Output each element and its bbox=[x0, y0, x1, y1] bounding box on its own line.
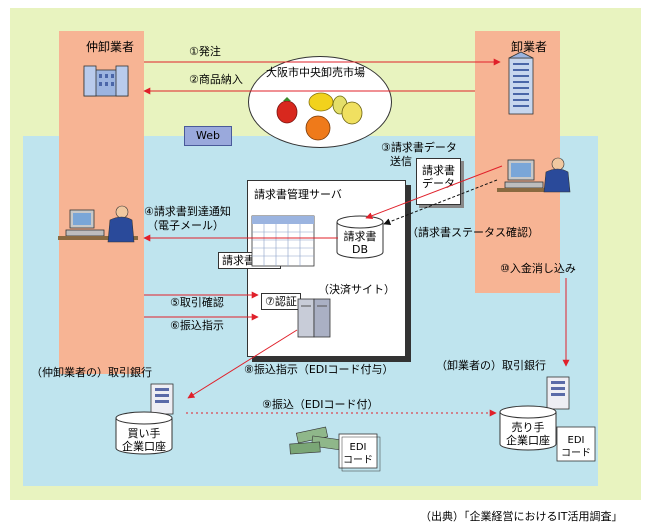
seller-account-line2: 企業口座 bbox=[506, 433, 550, 447]
buyer-bank-label: （仲卸業者の）取引銀行 bbox=[31, 366, 152, 379]
server-title: 請求書管理サーバ bbox=[254, 188, 342, 201]
step-4-label-line1: ④請求書到達通知 bbox=[144, 205, 231, 218]
step-3-label-line2: 送信 bbox=[390, 155, 412, 168]
invoice-doc-line1: 請求書 bbox=[422, 164, 455, 177]
step-10-label: ⑩入金消し込み bbox=[500, 262, 576, 275]
buyer-account-line2: 企業口座 bbox=[122, 439, 166, 453]
seller-bank-icon bbox=[546, 376, 570, 410]
settlement-server-icon bbox=[297, 298, 331, 338]
step-5-label: ⑤取引確認 bbox=[170, 296, 224, 309]
fruit-icon bbox=[276, 92, 363, 141]
step-9-label: ⑨振込（EDIコード付） bbox=[262, 398, 379, 411]
edi-code-right-doc bbox=[556, 426, 596, 462]
db-label-line1: 請求書 bbox=[344, 229, 377, 243]
auth-step-box: ⑦認証 bbox=[261, 293, 301, 310]
step-6-label: ⑥振込指示 bbox=[170, 319, 224, 332]
wholesaler-building-icon bbox=[508, 51, 534, 115]
intermediate-wholesaler-label: 仲卸業者 bbox=[86, 40, 135, 54]
buyer-account-db-icon bbox=[115, 411, 173, 455]
edi-right-line2: コード bbox=[561, 448, 591, 459]
edi-code-left-doc bbox=[338, 433, 381, 472]
arrow-step-3 bbox=[365, 165, 503, 220]
web-badge: Web bbox=[184, 126, 232, 146]
step-8-label: ⑧振込指示（EDIコード付与） bbox=[244, 363, 394, 376]
edi-left-line1: EDI bbox=[350, 442, 367, 453]
buyer-bank-icon bbox=[150, 383, 174, 415]
arrow-status-check bbox=[383, 179, 498, 225]
arrow-step-8 bbox=[187, 329, 298, 399]
seller-bank-label: （卸業者の）取引銀行 bbox=[436, 359, 546, 372]
wholesaler-computer-user-icon bbox=[497, 157, 571, 193]
source-citation: （出典）「企業経営におけるIT活用調査」 bbox=[420, 510, 623, 523]
buyer-account-line1: 買い手 bbox=[128, 426, 161, 440]
seller-account-db-icon bbox=[499, 405, 557, 451]
wholesaler-label: 卸業者 bbox=[511, 40, 548, 54]
db-label-line2: DB bbox=[352, 243, 368, 256]
edi-right-line1: EDI bbox=[568, 435, 585, 446]
settlement-site-label: （決済サイト） bbox=[318, 283, 395, 296]
intermediate-wholesaler-building-icon bbox=[83, 65, 129, 97]
money-bundle-icon bbox=[289, 426, 343, 455]
step-3-label-line1: ③請求書データ bbox=[381, 141, 457, 154]
market-label: 大阪市中央卸売市場 bbox=[266, 66, 365, 79]
step-2-label: ②商品納入 bbox=[189, 73, 243, 86]
web-badge-label: Web bbox=[196, 129, 220, 142]
intermediate-wholesaler-computer-user-icon bbox=[58, 205, 138, 243]
auth-step-label: ⑦認証 bbox=[265, 295, 297, 308]
step-1-label: ①発注 bbox=[189, 45, 221, 58]
step-4-label-line2: （電子メール） bbox=[147, 219, 224, 232]
edi-left-line2: コード bbox=[343, 455, 373, 466]
status-check-label: （請求書ステータス確認） bbox=[407, 226, 539, 239]
invoice-db-icon bbox=[336, 215, 384, 259]
invoice-sheet-icon bbox=[251, 215, 315, 267]
seller-account-line1: 売り手 bbox=[512, 420, 545, 434]
